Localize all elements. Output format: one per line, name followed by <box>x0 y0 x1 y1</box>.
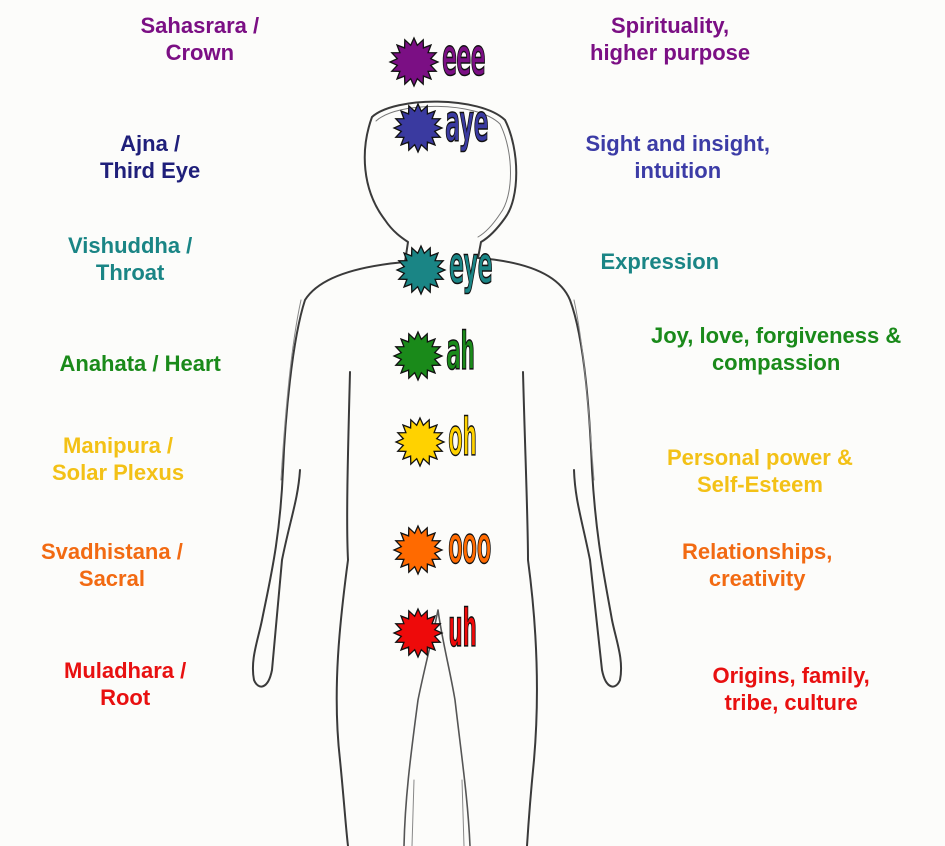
third-eye-meaning-label: Sight and insight,intuition <box>586 130 771 184</box>
solar-plexus-chakra-star-icon <box>396 418 444 466</box>
heart-meaning-line: Joy, love, forgiveness & <box>651 322 901 349</box>
sacral-meaning-line: creativity <box>682 565 832 592</box>
crown-meaning-line: higher purpose <box>590 39 750 66</box>
crown-name-line: Sahasrara / <box>141 12 260 39</box>
chakra-symbols <box>390 38 445 657</box>
heart-name-label: Anahata / Heart <box>60 350 221 377</box>
crown-chakra-star-icon <box>390 38 438 86</box>
throat-name-line: Throat <box>68 259 192 286</box>
solar-plexus-meaning-line: Personal power & <box>667 444 853 471</box>
root-sound: uh <box>448 603 477 655</box>
root-meaning-line: Origins, family, <box>713 662 870 689</box>
crown-meaning-line: Spirituality, <box>590 12 750 39</box>
crown-name-line: Crown <box>141 39 260 66</box>
root-chakra-star-icon <box>394 609 442 657</box>
solar-plexus-name-label: Manipura /Solar Plexus <box>52 432 184 486</box>
throat-meaning-label: Expression <box>601 248 720 275</box>
throat-sound: eye <box>449 240 492 292</box>
heart-meaning-line: compassion <box>651 349 901 376</box>
sacral-meaning-line: Relationships, <box>682 538 832 565</box>
solar-plexus-name-line: Solar Plexus <box>52 459 184 486</box>
sacral-chakra-star-icon <box>394 526 442 574</box>
root-meaning-label: Origins, family,tribe, culture <box>713 662 870 716</box>
solar-plexus-name-line: Manipura / <box>52 432 184 459</box>
third-eye-name-label: Ajna /Third Eye <box>100 130 200 184</box>
root-meaning-line: tribe, culture <box>713 689 870 716</box>
solar-plexus-sound: oh <box>448 412 477 464</box>
third-eye-meaning-line: intuition <box>586 157 771 184</box>
third-eye-chakra-star-icon <box>394 104 442 152</box>
crown-meaning-label: Spirituality,higher purpose <box>590 12 750 66</box>
sacral-name-line: Sacral <box>41 565 183 592</box>
solar-plexus-meaning-line: Self-Esteem <box>667 471 853 498</box>
throat-chakra-star-icon <box>397 246 445 294</box>
third-eye-name-line: Third Eye <box>100 157 200 184</box>
root-name-line: Root <box>64 684 186 711</box>
solar-plexus-meaning-label: Personal power &Self-Esteem <box>667 444 853 498</box>
heart-sound: ah <box>446 326 475 378</box>
third-eye-name-line: Ajna / <box>100 130 200 157</box>
third-eye-sound: aye <box>445 98 488 150</box>
root-name-label: Muladhara /Root <box>64 657 186 711</box>
root-name-line: Muladhara / <box>64 657 186 684</box>
crown-sound: eee <box>442 32 485 84</box>
heart-name-line: Anahata / Heart <box>60 350 221 377</box>
crown-name-label: Sahasrara /Crown <box>141 12 260 66</box>
throat-name-line: Vishuddha / <box>68 232 192 259</box>
throat-name-label: Vishuddha /Throat <box>68 232 192 286</box>
third-eye-meaning-line: Sight and insight, <box>586 130 771 157</box>
sacral-name-line: Svadhistana / <box>41 538 183 565</box>
body-outline-drawing <box>253 102 621 846</box>
heart-meaning-label: Joy, love, forgiveness &compassion <box>651 322 901 376</box>
heart-chakra-star-icon <box>394 332 442 380</box>
sacral-meaning-label: Relationships,creativity <box>682 538 832 592</box>
sacral-name-label: Svadhistana /Sacral <box>41 538 183 592</box>
sacral-sound: ooo <box>448 520 491 572</box>
throat-meaning-line: Expression <box>601 248 720 275</box>
